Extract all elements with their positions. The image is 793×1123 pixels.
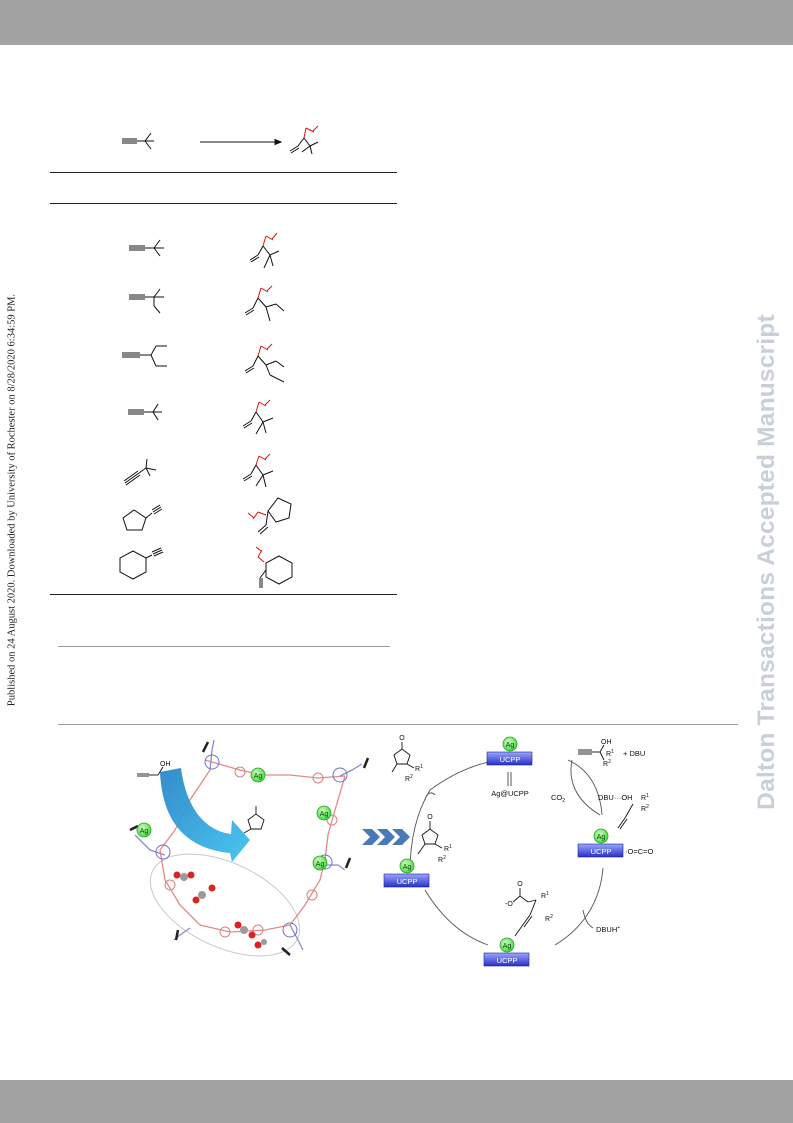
product-release-arrow (424, 792, 436, 801)
figure-rule (58, 724, 738, 725)
ag-site: Ag (250, 767, 266, 783)
ag-ucpp-catalyst-top: UCPP Ag (486, 736, 533, 766)
left-intermediate-r2: R2 (438, 855, 446, 864)
dbuh-label: DBUH+ (596, 925, 620, 934)
ag-site: Ag (136, 822, 152, 838)
substrate-alkynol-structure (137, 766, 164, 777)
bottom-intermediate-minus-o: -O (505, 901, 513, 908)
dbu-oh-r2: R2 (641, 804, 649, 813)
product-structure (244, 285, 285, 322)
svg-text:Ag: Ag (506, 742, 515, 749)
product-structure (255, 546, 293, 588)
top-right-substrate-r2: R2 (603, 759, 611, 768)
substrate-structure (123, 458, 157, 486)
cycle-arc-right-top (567, 759, 603, 816)
table-row (128, 399, 274, 435)
co2-label: CO2 (551, 793, 565, 804)
svg-text:UCPP: UCPP (500, 755, 521, 764)
pore-ellipse (149, 853, 301, 957)
reaction-arrow (200, 138, 283, 146)
top-right-substrate-r1: R1 (606, 749, 614, 758)
ag-ucpp-catalyst-left: UCPP Ag (383, 858, 430, 888)
svg-text:UCPP: UCPP (397, 877, 418, 886)
product-carbonate-small (243, 806, 265, 834)
product-structure (249, 232, 280, 269)
product-carbonate-structure (289, 125, 319, 155)
cycle-arc-bottom-left (424, 889, 489, 946)
product-structure (242, 453, 274, 488)
dbu-label: + DBU (623, 749, 645, 758)
cycle-arc-right-bottom (554, 867, 604, 946)
top-left-product-o-label: O (399, 735, 405, 742)
framework-cartoon: Ag Ag Ag Ag OH (129, 739, 370, 957)
framework-bars (129, 741, 370, 956)
substrate-structure (122, 345, 167, 367)
substrate-structure (122, 504, 163, 531)
table-row (129, 285, 285, 322)
svg-text:Ag: Ag (254, 773, 263, 780)
svg-text:Ag: Ag (403, 864, 412, 871)
svg-text:Ag: Ag (320, 811, 329, 818)
substrate-structure (128, 403, 162, 421)
top-right-substrate-structure (578, 744, 605, 761)
left-intermediate-structure (417, 821, 443, 855)
ag-ucpp-catalyst-bottom: UCPP Ag (483, 937, 530, 967)
table-row (122, 343, 285, 383)
svg-text:Ag: Ag (316, 861, 325, 868)
ag-ucpp-catalyst-right: UCPP Ag (577, 828, 624, 858)
ag-site: Ag (316, 805, 332, 821)
left-intermediate-r1: R1 (444, 844, 452, 853)
svg-text:Ag: Ag (503, 943, 512, 950)
svg-text:Ag: Ag (140, 828, 149, 835)
dbuh-release-arrow (582, 909, 594, 929)
co2-molecules (173, 871, 267, 949)
chevron-arrows-icon (362, 829, 410, 845)
flow-arrow-icon (160, 768, 250, 862)
catalytic-cycle: UCPP Ag Ag@UCPP UCPP Ag ·O=C=O UCPP Ag U… (383, 735, 654, 967)
co2-coordinated-label: ·O=C=O (625, 847, 654, 856)
table-rule-bottom (50, 594, 397, 595)
bottom-intermediate-structure (512, 888, 537, 937)
top-left-product-r1: R1 (415, 764, 423, 773)
top-left-product-structure (391, 742, 415, 773)
table-row (123, 453, 274, 488)
substrate-structure (129, 288, 164, 314)
bottom-intermediate-r1: R1 (541, 891, 549, 900)
top-header-bar (0, 0, 793, 45)
dbu-oh-label: DBU···OH (598, 793, 633, 802)
bottom-footer-bar (0, 1080, 793, 1123)
table-rule-top (50, 172, 397, 173)
bottom-intermediate-o-label: O (517, 881, 523, 888)
product-structure (242, 399, 274, 435)
svg-text:Ag: Ag (597, 834, 606, 841)
table-rule-header (50, 203, 397, 204)
dbu-oh-r1: R1 (641, 793, 649, 802)
svg-text:UCPP: UCPP (497, 956, 518, 965)
product-structure (247, 497, 292, 535)
ag-at-ucpp-label: Ag@UCPP (491, 789, 529, 798)
top-right-substrate-oh: OH (601, 739, 612, 746)
substrate-alkyne-structure (122, 132, 154, 150)
left-intermediate-o-label: O (427, 814, 433, 821)
table-row (129, 232, 280, 269)
top-left-product-r2: R2 (405, 774, 413, 783)
substrate-oh-label: OH (160, 761, 171, 768)
substrate-structure (129, 239, 164, 257)
product-structure (244, 343, 285, 383)
svg-text:UCPP: UCPP (591, 847, 612, 856)
table-row (122, 497, 292, 535)
footnote-rule (58, 646, 390, 647)
co2-insertion-arrow (570, 759, 601, 816)
substrate-structure (119, 547, 164, 580)
dbu-complex-structure (617, 803, 634, 830)
ag-site: Ag (312, 855, 328, 871)
table-row (119, 546, 293, 588)
bottom-intermediate-r2: R2 (545, 914, 553, 923)
